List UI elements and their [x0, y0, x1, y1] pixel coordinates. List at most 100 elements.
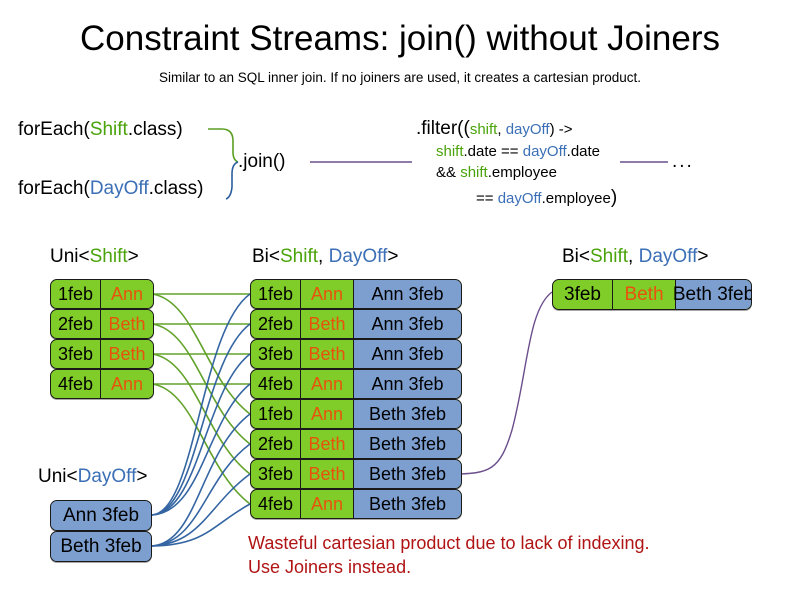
- dayoff-cell: Ann 3feb: [353, 310, 461, 338]
- shift-date-cell: 4feb: [251, 370, 301, 398]
- dayoff-cell: Beth 3feb: [353, 430, 461, 458]
- uni-shift-label-prefix: Uni<: [50, 246, 90, 267]
- filter-l2-date: .date: [566, 143, 601, 160]
- filter-l3-shift: shift: [460, 164, 488, 181]
- for-each-shift-prefix: forEach(: [18, 119, 90, 140]
- uni-dayoff-row[interactable]: Ann 3feb: [50, 500, 152, 531]
- filter-l2-date-eq: .date ==: [463, 143, 523, 160]
- filter-code-line-2: shift.date == dayOff.date: [436, 142, 600, 162]
- for-each-shift-code: forEach(Shift.class): [18, 118, 183, 142]
- uni-shift-label-type: Shift: [89, 246, 128, 267]
- bi-label-comma: ,: [318, 246, 329, 267]
- filter-l4-close-paren: ): [610, 187, 618, 208]
- filter-lambda-arrow: ) ->: [549, 121, 573, 138]
- filter-l4-dayoff: dayOff: [497, 190, 542, 207]
- uni-dayoff-row[interactable]: Beth 3feb: [50, 531, 152, 562]
- shift-employee-cell: Beth: [613, 280, 675, 309]
- page-title: Constraint Streams: join() without Joine…: [80, 19, 720, 58]
- dayoff-cell: Beth 3feb: [353, 490, 461, 518]
- filter-l2-dayoff: dayOff: [522, 143, 567, 160]
- shift-employee-cell: Ann: [301, 400, 353, 428]
- shift-employee-cell: Ann: [301, 370, 353, 398]
- uni-dayoff-label-type: DayOff: [77, 466, 137, 487]
- bi-right-label-prefix: Bi<: [562, 246, 590, 267]
- uni-dayoff-label-suffix: >: [136, 466, 148, 487]
- dayoff-cell: Beth 3feb: [673, 280, 751, 309]
- ellipsis-text: ...: [672, 151, 694, 172]
- shift-date-cell: 2feb: [251, 310, 301, 338]
- page-subtitle: Similar to an SQL inner join. If no join…: [159, 70, 641, 85]
- shift-date-cell: 3feb: [51, 340, 101, 368]
- filter-code-line-3: && shift.employee: [436, 163, 557, 183]
- shift-date-cell: 1feb: [51, 280, 101, 308]
- shift-employee-cell: Ann: [301, 490, 353, 518]
- filter-l2-shift: shift: [436, 143, 464, 160]
- shift-employee-cell: Ann: [101, 280, 153, 308]
- shift-date-cell: 4feb: [251, 490, 301, 518]
- for-each-dayoff-type: DayOff: [89, 178, 149, 199]
- shift-employee-cell: Ann: [301, 280, 353, 308]
- bi-result-stream-label: Bi<Shift, DayOff>: [562, 245, 708, 269]
- shift-date-cell: 3feb: [251, 340, 301, 368]
- bi-stream-label: Bi<Shift, DayOff>: [252, 245, 398, 269]
- dayoff-cell: Ann 3feb: [353, 340, 461, 368]
- shift-employee-cell: Beth: [101, 310, 153, 338]
- shift-employee-cell: Beth: [301, 340, 353, 368]
- shift-date-cell: 2feb: [51, 310, 101, 338]
- filter-l4-employee: .employee: [541, 190, 611, 207]
- filter-code-line-4: == dayOff.employee): [476, 188, 617, 209]
- shift-employee-cell: Ann: [101, 370, 153, 398]
- warning-message: Wasteful cartesian product due to lack o…: [248, 531, 650, 579]
- warning-line-2: Use Joiners instead.: [248, 557, 412, 577]
- filter-l4-eq: ==: [476, 190, 498, 207]
- shift-date-cell: 4feb: [51, 370, 101, 398]
- bi-label-prefix: Bi<: [252, 246, 280, 267]
- filter-l3-and: &&: [436, 164, 461, 181]
- shift-date-cell: 3feb: [251, 460, 301, 488]
- shift-employee-cell: Beth: [101, 340, 153, 368]
- dayoff-cell: Ann 3feb: [353, 280, 461, 308]
- shift-date-cell: 1feb: [251, 400, 301, 428]
- filter-prefix: .filter((: [416, 118, 470, 139]
- filter-param-dayoff: dayOff: [505, 121, 550, 138]
- shift-date-cell: 2feb: [251, 430, 301, 458]
- uni-dayoff-label: Uni<DayOff>: [38, 465, 148, 489]
- filter-l3-employee: .employee: [487, 164, 557, 181]
- shift-date-cell: 1feb: [251, 280, 301, 308]
- uni-shift-label: Uni<Shift>: [50, 245, 139, 269]
- shift-employee-cell: Beth: [301, 460, 353, 488]
- bi-right-label-comma: ,: [628, 246, 639, 267]
- filter-param-shift: shift: [469, 121, 498, 138]
- for-each-dayoff-code: forEach(DayOff.class): [18, 177, 204, 201]
- bi-right-label-suffix: >: [697, 246, 709, 267]
- for-each-shift-type: Shift: [89, 119, 128, 140]
- for-each-shift-suffix: .class): [127, 119, 183, 140]
- for-each-dayoff-prefix: forEach(: [18, 178, 90, 199]
- shift-date-cell: 3feb: [553, 280, 613, 309]
- shift-employee-cell: Beth: [301, 310, 353, 338]
- join-call-code: .join(): [238, 151, 286, 172]
- warning-line-1: Wasteful cartesian product due to lack o…: [248, 533, 650, 553]
- filter-comma: ,: [497, 121, 506, 138]
- dayoff-cell: Ann 3feb: [353, 370, 461, 398]
- dayoff-cell: Beth 3feb: [353, 400, 461, 428]
- bi-right-label-type2: DayOff: [638, 246, 698, 267]
- dayoff-label-cell: Ann 3feb: [51, 501, 151, 530]
- filter-code-line-1: .filter((shift, dayOff) ->: [416, 117, 573, 142]
- dayoff-cell: Beth 3feb: [353, 460, 461, 488]
- for-each-dayoff-suffix: .class): [148, 178, 204, 199]
